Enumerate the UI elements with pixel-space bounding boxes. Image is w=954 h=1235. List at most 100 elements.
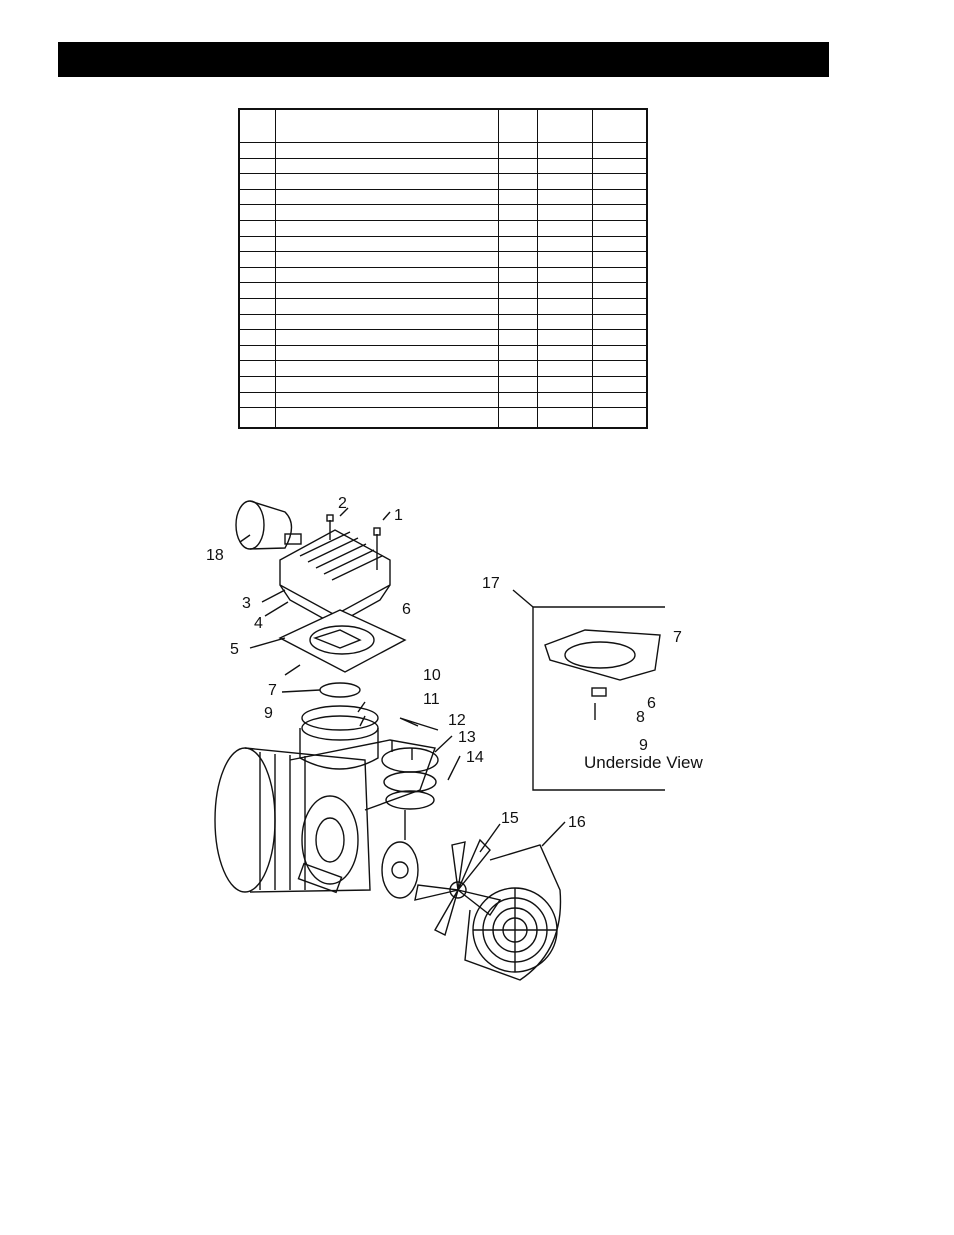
table-cell bbox=[591, 251, 648, 268]
table-cell bbox=[274, 297, 500, 315]
table-cell bbox=[274, 313, 500, 331]
table-cell bbox=[238, 329, 276, 346]
table-cell bbox=[537, 360, 593, 377]
table-cell bbox=[591, 360, 648, 377]
table-cell bbox=[238, 142, 276, 159]
table-cell bbox=[537, 157, 593, 175]
table-cell bbox=[537, 313, 593, 331]
table-cell bbox=[238, 173, 276, 190]
table-cell bbox=[498, 188, 539, 206]
header-bar bbox=[58, 42, 829, 77]
table-cell bbox=[238, 157, 276, 175]
callout-13: 13 bbox=[458, 729, 476, 746]
parts-list-table bbox=[238, 108, 648, 430]
table-cell bbox=[498, 204, 539, 221]
table-cell bbox=[537, 173, 593, 190]
table-cell bbox=[498, 157, 539, 175]
table-row bbox=[238, 142, 648, 159]
callout-6: 6 bbox=[402, 601, 411, 618]
table-cell bbox=[498, 297, 539, 315]
callout-9: 9 bbox=[264, 705, 273, 722]
table-cell bbox=[238, 204, 276, 221]
table-cell bbox=[238, 266, 276, 284]
table-cell bbox=[591, 375, 648, 393]
cylinder-head bbox=[279, 529, 391, 626]
table-cell bbox=[537, 142, 593, 159]
callout-12: 12 bbox=[448, 712, 466, 729]
table-cell bbox=[591, 344, 648, 362]
callout-1: 1 bbox=[394, 507, 403, 524]
table-cell bbox=[238, 297, 276, 315]
table-cell bbox=[498, 282, 539, 299]
callout-2: 2 bbox=[338, 495, 347, 512]
table-cell bbox=[591, 173, 648, 190]
table-cell bbox=[537, 297, 593, 315]
table-cell bbox=[274, 375, 500, 393]
table-cell bbox=[537, 188, 593, 206]
table-cell bbox=[238, 313, 276, 331]
table-cell bbox=[591, 204, 648, 221]
table-cell bbox=[238, 407, 276, 429]
table-row bbox=[238, 188, 648, 206]
table-row bbox=[238, 204, 648, 221]
inset-caption: Underside View bbox=[584, 753, 703, 772]
table-row bbox=[238, 219, 648, 237]
callout-10: 10 bbox=[423, 667, 441, 684]
table-cell bbox=[591, 108, 648, 143]
table-cell bbox=[537, 407, 593, 429]
table-cell bbox=[537, 251, 593, 268]
motor-body bbox=[214, 739, 436, 894]
table-cell bbox=[537, 235, 593, 253]
table-cell bbox=[537, 329, 593, 346]
table-cell bbox=[537, 375, 593, 393]
table-row bbox=[238, 329, 648, 346]
table-cell bbox=[591, 407, 648, 429]
table-cell bbox=[238, 344, 276, 362]
table-cell bbox=[591, 266, 648, 284]
callout-7: 7 bbox=[268, 682, 277, 699]
table-cell bbox=[274, 204, 500, 221]
table-row bbox=[238, 375, 648, 393]
table-cell bbox=[498, 360, 539, 377]
table-cell bbox=[274, 173, 500, 190]
callout-17: 17 bbox=[482, 575, 500, 592]
table-cell bbox=[498, 251, 539, 268]
table-cell bbox=[591, 219, 648, 237]
table-cell bbox=[238, 282, 276, 299]
table-cell bbox=[498, 391, 539, 409]
table-row bbox=[238, 407, 648, 429]
table-cell bbox=[274, 360, 500, 377]
inset-callout-9: 9 bbox=[639, 737, 648, 754]
table-cell bbox=[238, 251, 276, 268]
inset-callout-8: 8 bbox=[636, 709, 645, 726]
table-row bbox=[238, 391, 648, 409]
table-cell bbox=[274, 391, 500, 409]
callout-4: 4 bbox=[254, 615, 263, 632]
table-cell bbox=[238, 219, 276, 237]
inset-callout-7: 7 bbox=[673, 629, 682, 646]
table-row bbox=[238, 157, 648, 175]
table-cell bbox=[591, 282, 648, 299]
table-cell bbox=[498, 313, 539, 331]
table-cell bbox=[537, 219, 593, 237]
table-cell bbox=[498, 266, 539, 284]
inset-callout-6: 6 bbox=[647, 695, 656, 712]
callout-16: 16 bbox=[568, 814, 586, 831]
exploded-parts-diagram: 2 1 18 3 4 5 6 7 9 10 11 12 13 14 15 16 … bbox=[206, 495, 703, 981]
table-cell bbox=[274, 282, 500, 299]
fan bbox=[414, 838, 502, 937]
table-row bbox=[238, 173, 648, 190]
callout-18: 18 bbox=[206, 547, 224, 564]
table-row bbox=[238, 282, 648, 299]
table-cell bbox=[537, 391, 593, 409]
table-cell bbox=[591, 235, 648, 253]
table-cell bbox=[498, 235, 539, 253]
table-cell bbox=[238, 108, 276, 143]
table-cell bbox=[591, 313, 648, 331]
table-cell bbox=[238, 391, 276, 409]
table-cell bbox=[274, 344, 500, 362]
table-cell bbox=[238, 360, 276, 377]
table-cell bbox=[591, 391, 648, 409]
table-row bbox=[238, 251, 648, 268]
table-cell bbox=[274, 157, 500, 175]
